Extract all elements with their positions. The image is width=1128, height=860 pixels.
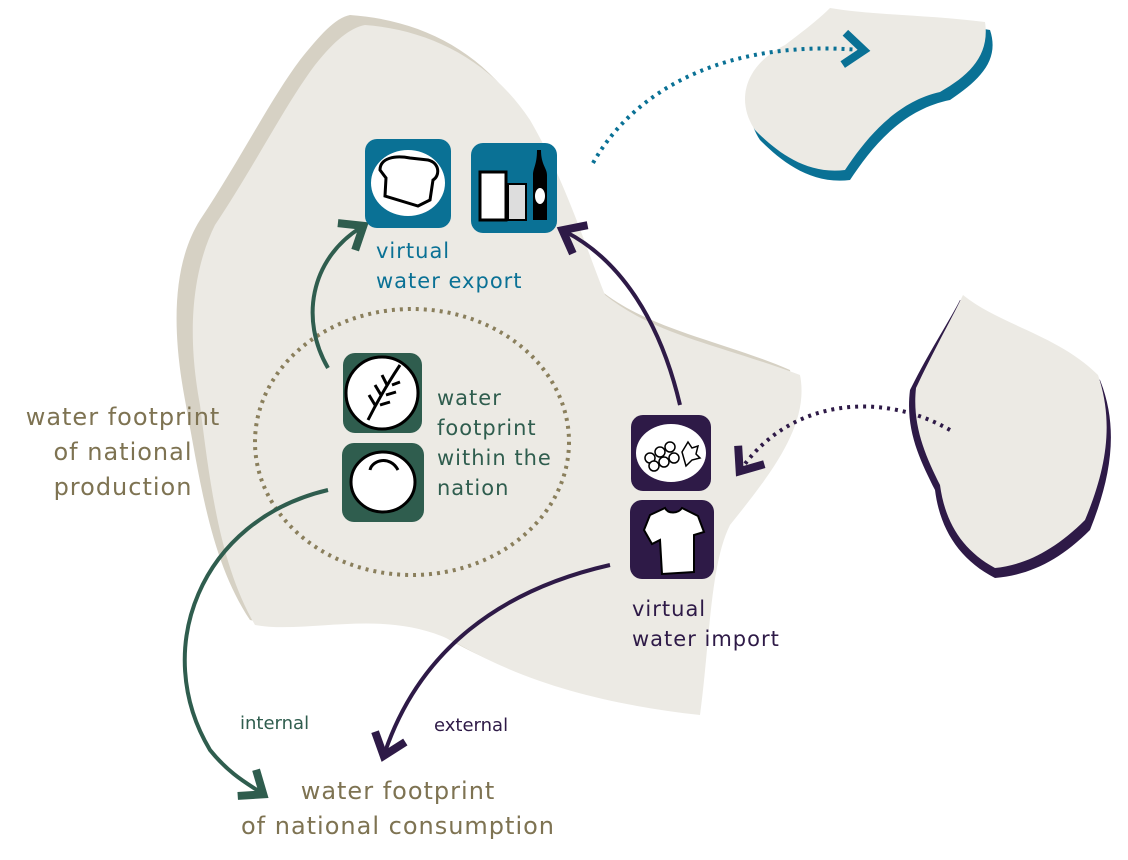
wheat-icon xyxy=(343,353,422,433)
internal-arrow xyxy=(182,488,329,800)
label-line: footprint xyxy=(437,416,537,440)
label-line: of national xyxy=(53,438,193,466)
label-line: water footprint xyxy=(25,403,221,431)
label-line: of national consumption xyxy=(240,812,556,840)
tshirt-icon xyxy=(630,500,714,579)
virtual-export-label: virtual water export xyxy=(376,236,523,296)
import-dotted-arrow xyxy=(734,404,951,477)
grapes-icon xyxy=(631,415,711,491)
within-to-export-arrow xyxy=(310,219,369,370)
national-consumption-label: water footprint of national consumption xyxy=(218,774,578,844)
label-line: water import xyxy=(632,627,780,651)
external-arrow xyxy=(371,563,611,762)
virtual-import-label: virtual water import xyxy=(632,594,780,654)
label-line: water export xyxy=(376,269,523,293)
external-label: external xyxy=(434,715,509,736)
bread-icon xyxy=(365,139,451,228)
within-nation-label: water footprint within the nation xyxy=(437,383,552,503)
national-boundary-ellipse xyxy=(253,307,571,577)
import-to-export-arrow xyxy=(556,221,682,406)
label-line: production xyxy=(53,473,193,501)
label-line: water footprint xyxy=(300,777,496,805)
label-line: nation xyxy=(437,476,510,500)
label-line: virtual xyxy=(632,597,707,621)
label-line: virtual xyxy=(376,239,451,263)
import-land xyxy=(915,295,1107,568)
internal-label: internal xyxy=(240,713,310,734)
tomato-icon xyxy=(342,443,424,522)
label-line: water xyxy=(437,386,502,410)
national-production-label: water footprint of national production xyxy=(18,400,228,505)
export-land xyxy=(745,8,986,171)
label-line: within the xyxy=(437,446,552,470)
beverages-icon xyxy=(471,143,557,233)
